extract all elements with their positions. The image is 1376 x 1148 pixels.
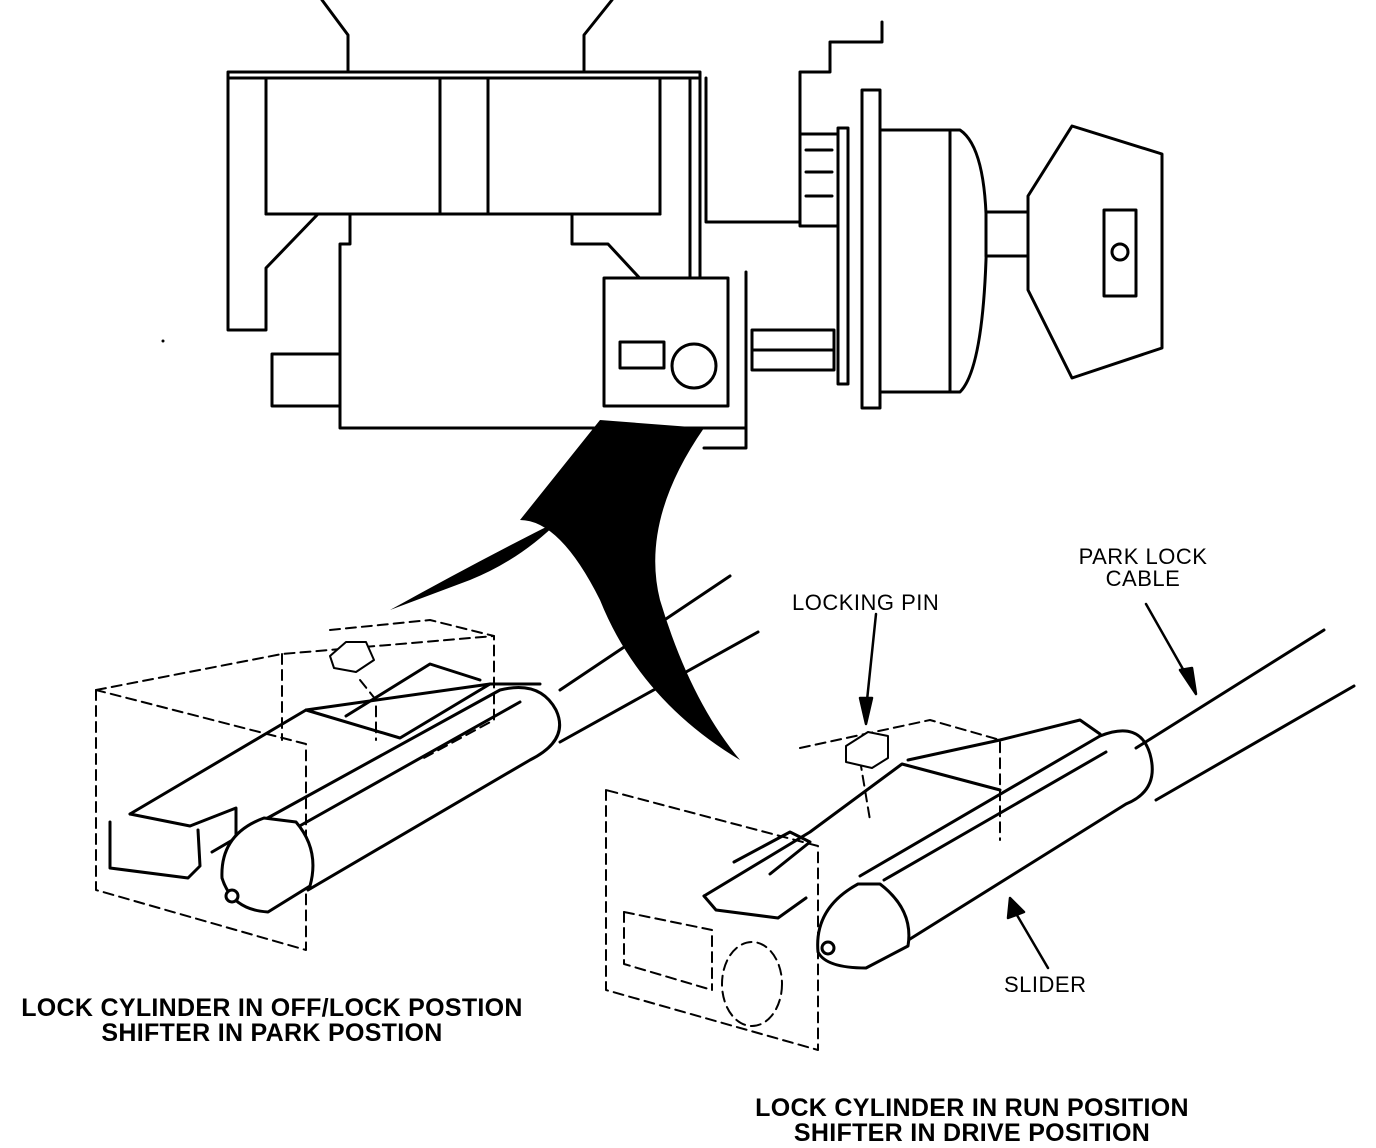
right-caption-line2: SHIFTER IN DRIVE POSITION <box>793 1119 1151 1147</box>
speck <box>161 339 165 343</box>
detail-callout-arrow <box>520 420 740 760</box>
park-lock-cable-label-line2: CABLE <box>1105 566 1181 591</box>
park-lock-cable-label: PARK LOCK CABLE <box>1060 546 1226 590</box>
leader-lines <box>858 602 1198 970</box>
locking-pin-label: LOCKING PIN <box>792 590 940 615</box>
park-lock-cable-label-line1: PARK LOCK <box>1078 544 1208 569</box>
left-caption-line2: SHIFTER IN PARK POSTION <box>101 1019 443 1047</box>
right-caption: LOCK CYLINDER IN RUN POSITION SHIFTER IN… <box>712 1096 1232 1146</box>
steering-column-assembly <box>226 0 1164 450</box>
left-caption-line1: LOCK CYLINDER IN OFF/LOCK POSTION <box>21 994 523 1022</box>
slider-label: SLIDER <box>1004 972 1087 997</box>
left-detail-park <box>95 574 760 951</box>
left-caption: LOCK CYLINDER IN OFF/LOCK POSTION SHIFTE… <box>0 996 544 1046</box>
right-detail-drive <box>605 628 1356 1051</box>
right-caption-line1: LOCK CYLINDER IN RUN POSITION <box>755 1094 1189 1122</box>
